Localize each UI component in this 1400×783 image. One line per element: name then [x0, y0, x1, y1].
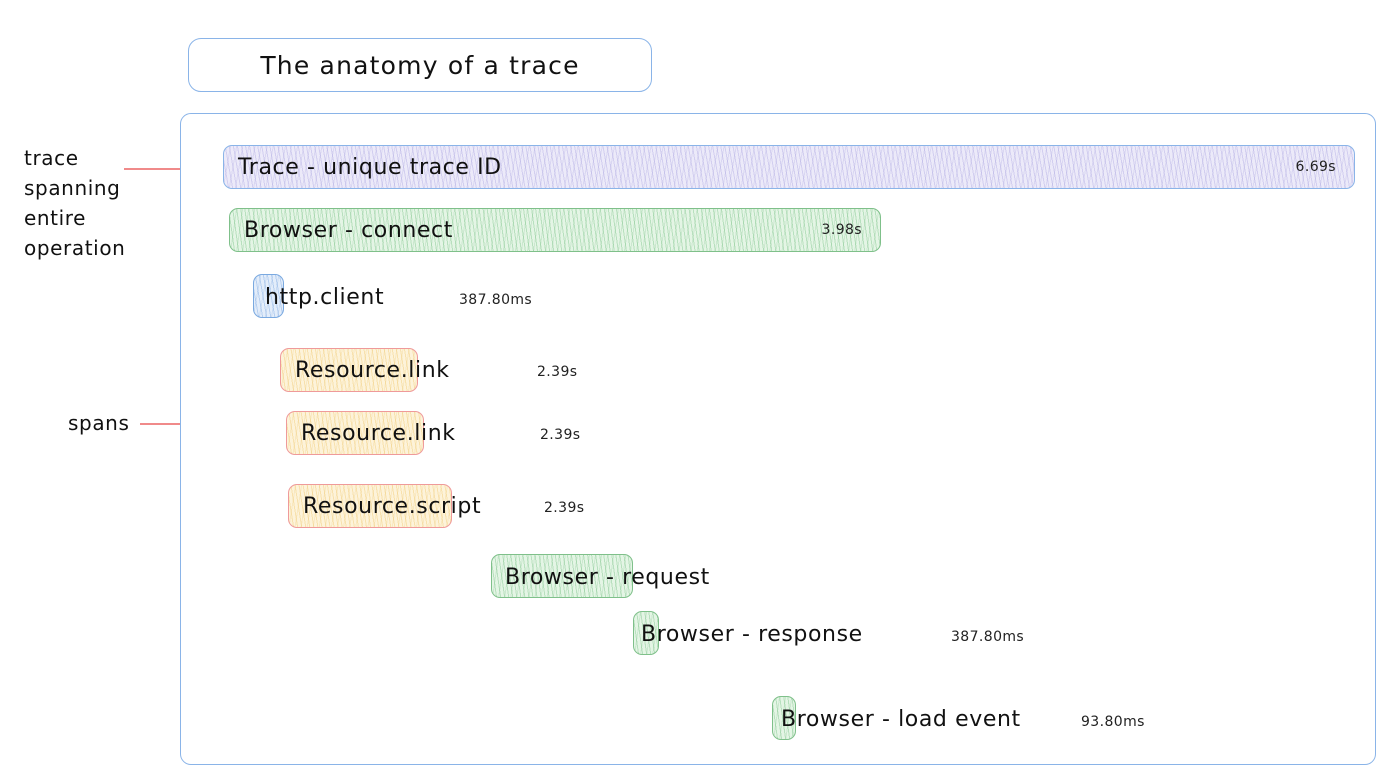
span-duration-browser-connect: 3.98s — [821, 222, 862, 238]
page-title: The anatomy of a trace — [260, 50, 580, 80]
span-bar-browser-response[interactable] — [633, 611, 659, 655]
span-bar-resource-link-1[interactable]: Resource.link — [280, 348, 449, 392]
trace-annotation-label: trace spanning entire operation — [24, 146, 126, 260]
span-duration-resource-link-2: 2.39s — [540, 427, 581, 443]
span-bar-browser-request[interactable] — [491, 554, 633, 598]
span-duration-browser-load-event: 93.80ms — [1081, 714, 1145, 730]
span-bar-resource-script[interactable]: Resource.script — [288, 484, 481, 528]
trace-waterfall-container: Trace - unique trace ID 6.69s Browser - … — [180, 113, 1376, 765]
span-label-resource-link-1: Resource.link — [295, 357, 450, 383]
span-duration-http-client: 387.80ms — [459, 292, 533, 308]
span-label-resource-script: Resource.script — [303, 493, 482, 519]
span-label-http-client: http.client — [265, 285, 385, 310]
span-bar-trace[interactable]: Trace - unique trace ID 6.69s — [223, 145, 1355, 189]
span-label-trace: Trace - unique trace ID — [238, 154, 502, 180]
span-bar-browser-connect[interactable]: Browser - connect 3.98s — [229, 208, 881, 252]
span-duration-trace: 6.69s — [1295, 159, 1336, 175]
diagram-title-card: The anatomy of a trace — [188, 38, 652, 92]
span-bar-resource-link-2[interactable]: Resource.link — [286, 411, 455, 455]
span-label-browser-load-event: Browser - load event — [781, 707, 1021, 732]
spans-annotation-leader — [140, 423, 212, 425]
span-label-browser-response: Browser - response — [641, 622, 863, 647]
span-duration-resource-script: 2.39s — [544, 500, 585, 516]
span-duration-browser-response: 387.80ms — [951, 629, 1025, 645]
span-label-browser-connect: Browser - connect — [244, 217, 453, 243]
span-bar-browser-load-event[interactable] — [772, 696, 796, 740]
span-bar-http-client[interactable] — [253, 274, 284, 318]
span-label-resource-link-2: Resource.link — [301, 420, 456, 446]
spans-annotation-label: spans — [68, 411, 130, 435]
trace-annotation-leader — [124, 168, 206, 170]
span-duration-resource-link-1: 2.39s — [537, 364, 578, 380]
span-label-browser-request: Browser - request — [505, 565, 710, 590]
